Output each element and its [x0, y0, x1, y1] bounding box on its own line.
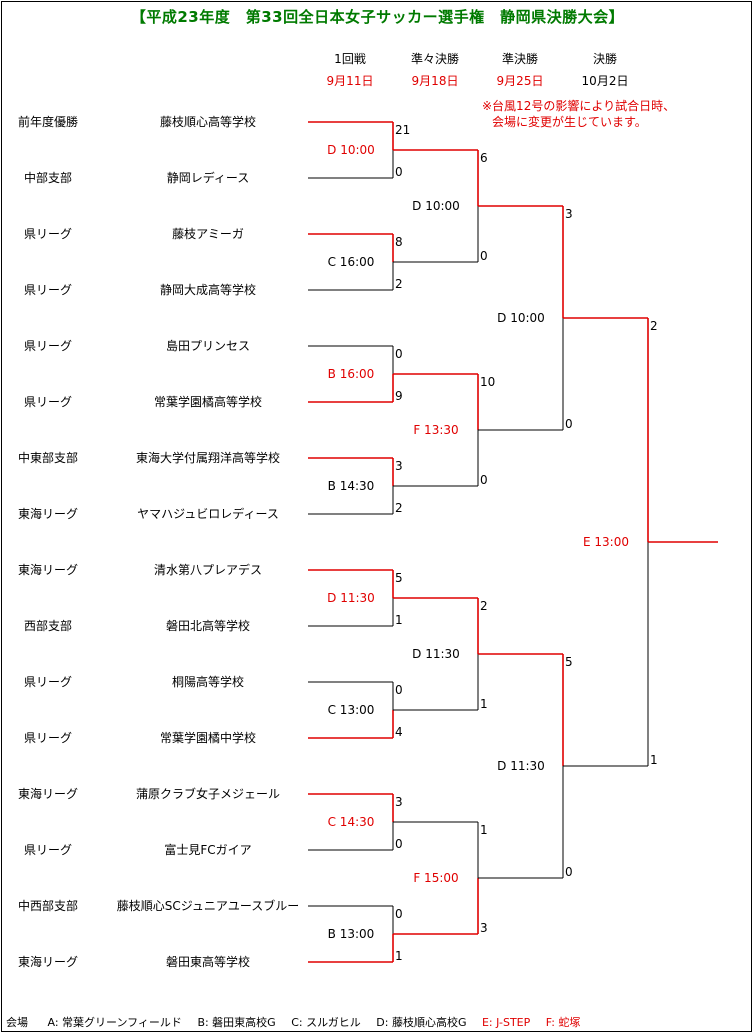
match-score: 2	[395, 277, 403, 291]
team-name: 常葉学園橘高等学校	[153, 395, 263, 409]
match-score: 0	[395, 165, 403, 179]
match-venue: D 11:30	[327, 591, 375, 605]
team-name: 藤枝順心SCジュニアユースブルー	[116, 899, 300, 913]
match-venue: B 13:00	[327, 927, 375, 941]
match-score: 0	[395, 837, 403, 851]
team-name: 静岡レディース	[166, 171, 250, 185]
team-name: 静岡大成高等学校	[159, 283, 257, 297]
match-score: 0	[395, 347, 403, 361]
team-name: 磐田北高等学校	[165, 619, 251, 633]
match-score: 10	[480, 375, 496, 389]
note-line-1: ※台風12号の影響により試合日時、	[482, 99, 676, 113]
team-name: 藤枝順心高等学校	[159, 115, 257, 129]
round-name: 決勝	[592, 52, 618, 66]
team-name: ヤマハジュビロレディース	[137, 507, 279, 521]
legend-venue-a: A: 常葉グリーンフィールド	[47, 1016, 182, 1029]
match-score: 1	[395, 613, 403, 627]
round-date: 9月25日	[496, 74, 544, 88]
match-score: 2	[395, 501, 403, 515]
team-group: 県リーグ	[23, 675, 73, 689]
round-name: 準決勝	[501, 52, 539, 66]
match-score: 1	[650, 753, 658, 767]
team-group: 県リーグ	[23, 395, 73, 409]
match-score: 0	[565, 417, 573, 431]
page-title: 【平成23年度 第33回全日本女子サッカー選手権 静岡県決勝大会】	[130, 8, 625, 26]
legend-label: 会場	[6, 1016, 28, 1029]
match-venue: C 13:00	[327, 703, 375, 717]
match-score: 0	[480, 473, 488, 487]
team-group: 中部支部	[23, 171, 73, 185]
match-venue: D 11:30	[497, 759, 545, 773]
team-name: 桐陽高等学校	[171, 675, 245, 689]
match-score: 3	[565, 207, 573, 221]
legend-venue-e: E: J-STEP	[481, 1016, 531, 1029]
match-venue: B 16:00	[327, 367, 375, 381]
match-score: 3	[395, 795, 403, 809]
team-group: 前年度優勝	[17, 115, 79, 129]
match-score: 9	[395, 389, 403, 403]
match-score: 2	[650, 319, 658, 333]
team-name: 東海大学付属翔洋高等学校	[135, 451, 281, 465]
match-score: 0	[480, 249, 488, 263]
match-score: 0	[395, 683, 403, 697]
match-score: 0	[565, 865, 573, 879]
match-score: 6	[480, 151, 488, 165]
team-group: 東海リーグ	[17, 563, 79, 577]
team-group: 東海リーグ	[17, 507, 79, 521]
note-line-2: 会場に変更が生じています。	[492, 115, 647, 129]
team-name: 清水第八プレアデス	[153, 563, 263, 577]
legend-venue-f: F: 蛇塚	[545, 1016, 581, 1029]
round-name: 準々決勝	[410, 52, 460, 66]
match-venue: B 14:30	[327, 479, 375, 493]
schedule-note: ※台風12号の影響により試合日時、 会場に変更が生じています。	[482, 98, 675, 130]
match-venue: C 14:30	[327, 815, 375, 829]
team-name: 藤枝アミーガ	[172, 227, 244, 241]
match-score: 1	[480, 697, 488, 711]
team-group: 中西部支部	[17, 899, 79, 913]
team-name: 常葉学園橘中学校	[159, 731, 257, 745]
team-group: 中東部支部	[17, 451, 79, 465]
round-date: 9月11日	[326, 74, 374, 88]
match-score: 1	[480, 823, 488, 837]
match-score: 5	[565, 655, 573, 669]
legend-venue-b: B: 磐田東高校G	[197, 1016, 276, 1029]
legend-venue-c: C: スルガヒル	[291, 1016, 361, 1029]
match-score: 5	[395, 571, 403, 585]
team-group: 県リーグ	[23, 283, 73, 297]
team-group: 東海リーグ	[17, 955, 79, 969]
match-venue: E 13:00	[583, 535, 629, 549]
match-score: 0	[395, 907, 403, 921]
match-score: 3	[395, 459, 403, 473]
legend-venue-d: D: 藤枝順心高校G	[376, 1016, 467, 1029]
match-score: 2	[480, 599, 488, 613]
match-score: 3	[480, 921, 488, 935]
team-name: 磐田東高等学校	[165, 955, 251, 969]
match-score: 8	[395, 235, 403, 249]
team-name: 蒲原クラブ女子メジェール	[135, 787, 281, 801]
venue-legend: 会場 A: 常葉グリーンフィールド B: 磐田東高校G C: スルガヒル D: …	[6, 1014, 592, 1030]
match-score: 4	[395, 725, 403, 739]
match-score: 1	[395, 949, 403, 963]
team-group: 県リーグ	[23, 227, 73, 241]
match-venue: D 10:00	[497, 311, 545, 325]
team-group: 東海リーグ	[17, 787, 79, 801]
match-venue: D 10:00	[327, 143, 375, 157]
round-name: 1回戦	[334, 52, 366, 66]
team-group: 西部支部	[23, 619, 73, 633]
match-venue: C 16:00	[327, 255, 375, 269]
team-name: 富士見FCガイア	[164, 843, 252, 857]
team-group: 県リーグ	[23, 843, 73, 857]
round-date: 9月18日	[411, 74, 459, 88]
team-name: 島田プリンセス	[165, 339, 251, 353]
match-venue: F 13:30	[413, 423, 459, 437]
match-venue: D 10:00	[412, 199, 460, 213]
match-venue: D 11:30	[412, 647, 460, 661]
team-group: 県リーグ	[23, 339, 73, 353]
team-group: 県リーグ	[23, 731, 73, 745]
match-score: 21	[395, 123, 411, 137]
round-date: 10月2日	[581, 74, 629, 88]
match-venue: F 15:00	[413, 871, 459, 885]
